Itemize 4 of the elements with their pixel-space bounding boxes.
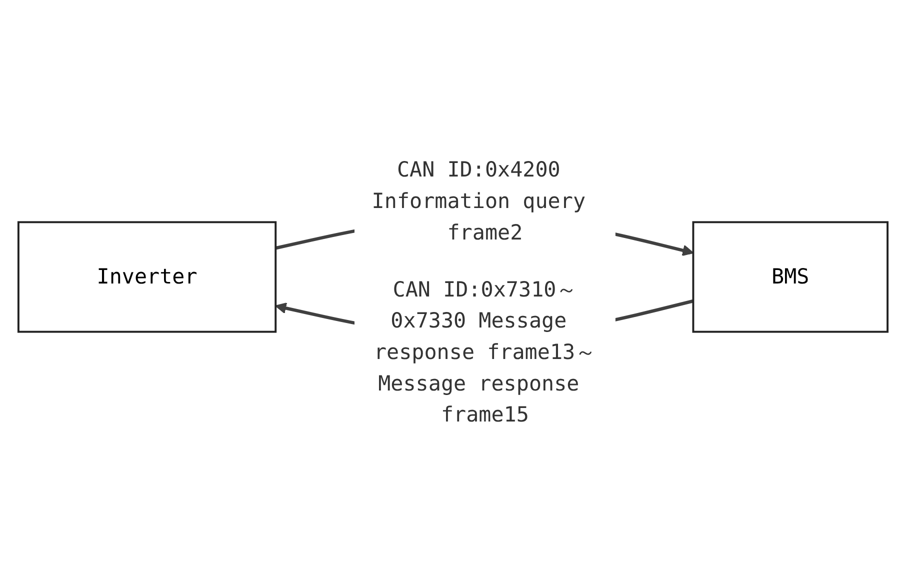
node-box: Inverter	[17, 221, 277, 333]
edge-label: CAN ID:0x7310～0x7330 Message response frame13～Message response frame15	[374, 276, 596, 427]
edge-label: CAN ID:0x4200 Information query frame2	[372, 156, 586, 244]
node-box: BMS	[692, 221, 889, 333]
